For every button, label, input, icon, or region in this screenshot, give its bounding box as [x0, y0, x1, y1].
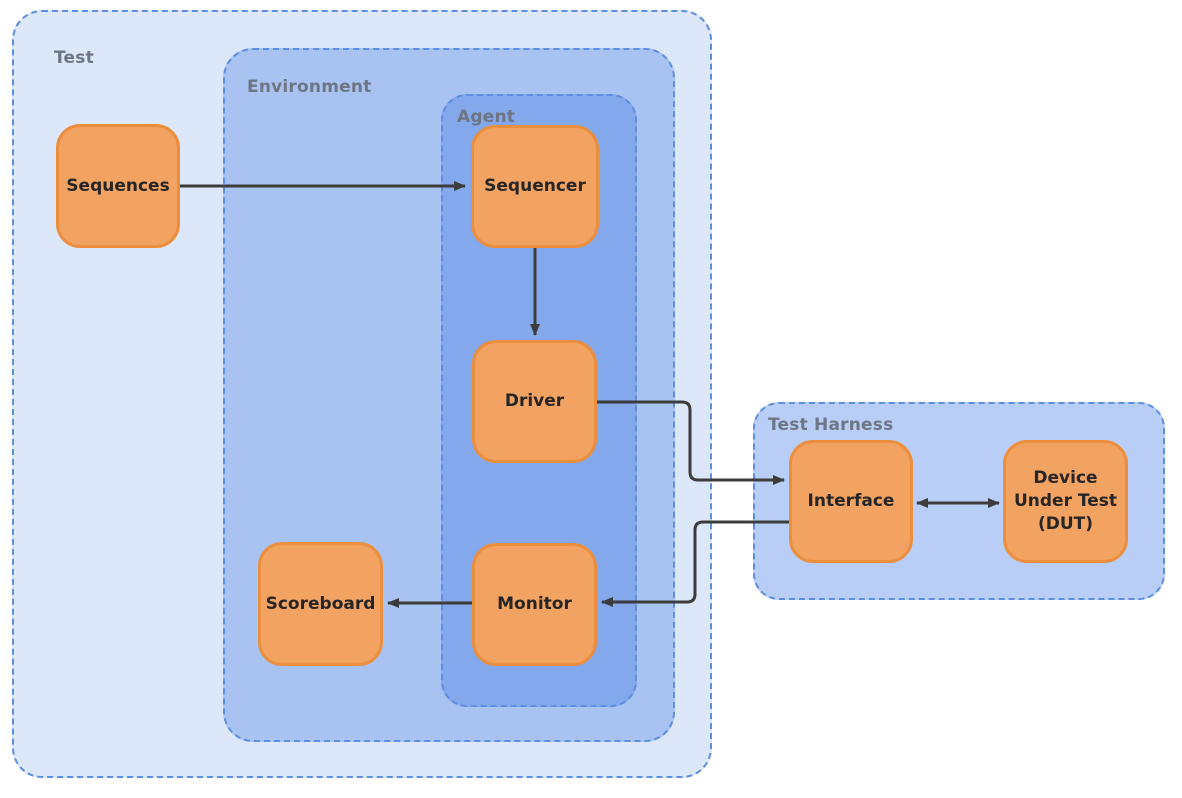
driver-node-label: Driver	[504, 391, 565, 412]
driver-node: Driver	[472, 340, 597, 463]
test-harness-container-label: Test Harness	[768, 415, 894, 435]
interface-node-label: Interface	[807, 491, 895, 512]
sequences-node: Sequences	[56, 124, 180, 248]
dut-node-label: Device Under Test (DUT)	[1013, 468, 1118, 534]
monitor-node-label: Monitor	[497, 594, 572, 615]
interface-node: Interface	[789, 440, 913, 563]
agent-container-label: Agent	[457, 107, 516, 127]
sequences-node-label: Sequences	[66, 175, 170, 196]
scoreboard-node-label: Scoreboard	[265, 593, 376, 614]
dut-node: Device Under Test (DUT)	[1003, 440, 1128, 563]
environment-container-label: Environment	[247, 77, 372, 97]
sequencer-node: Sequencer	[471, 125, 599, 248]
scoreboard-node: Scoreboard	[258, 542, 383, 666]
monitor-node: Monitor	[472, 543, 597, 666]
test-container-label: Test	[54, 48, 94, 68]
sequencer-node-label: Sequencer	[484, 176, 586, 197]
